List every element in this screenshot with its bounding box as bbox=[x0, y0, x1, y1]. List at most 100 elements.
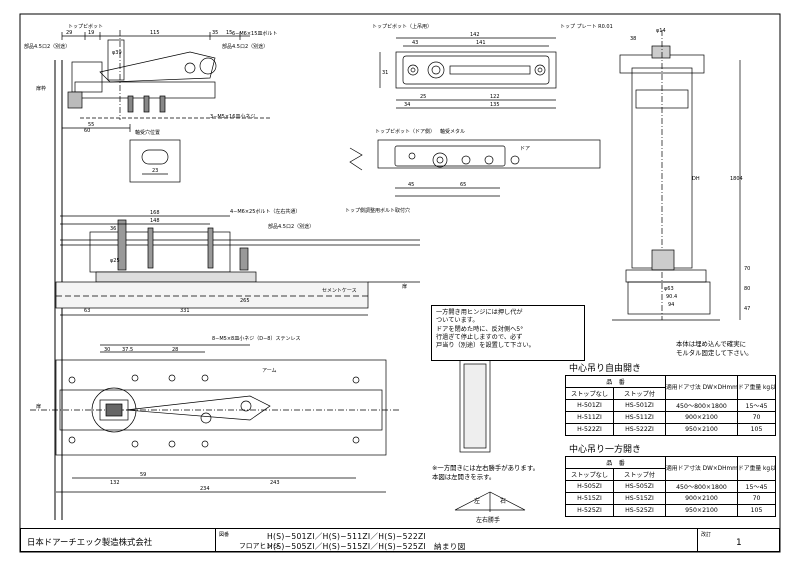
label-bolt3: 4−M6×25ボルト（左右共通） bbox=[230, 208, 300, 215]
note-line: ついています。 bbox=[436, 317, 479, 325]
dim-29: 29 bbox=[66, 30, 72, 36]
spec-one-way: 中心吊り一方開き 品 番 適用ドア寸法 DW×DHmm ドア重量 kg以下 スト… bbox=[565, 442, 776, 517]
spec-one-title: 中心吊り一方開き bbox=[569, 445, 642, 455]
cell: HS-505ZI bbox=[613, 480, 666, 493]
dim-phi39: φ39 bbox=[112, 50, 122, 56]
header-item: 品 番 bbox=[565, 456, 666, 469]
dim-45: 45 bbox=[408, 182, 414, 188]
dim-331: 331 bbox=[180, 308, 190, 314]
dim-168: 168 bbox=[150, 210, 160, 216]
dim-19: 19 bbox=[88, 30, 94, 36]
product-name: フロアヒンジ bbox=[239, 542, 280, 550]
cell: 70 bbox=[737, 492, 776, 505]
dim-135: 135 bbox=[490, 102, 500, 108]
dim-265: 265 bbox=[240, 298, 250, 304]
dim-65: 65 bbox=[460, 182, 466, 188]
dim-30: 30 bbox=[104, 347, 110, 353]
dim-70: 70 bbox=[744, 266, 750, 272]
dim-15: 15 bbox=[226, 30, 232, 36]
spec-one-table: 品 番 適用ドア寸法 DW×DHmm ドア重量 kg以下 ストップなし ストップ… bbox=[565, 456, 776, 517]
dim-115: 115 bbox=[150, 30, 160, 36]
cell: 450〜800×1800 bbox=[665, 399, 738, 412]
dim-80: 80 bbox=[744, 286, 750, 292]
cell: H-522ZI bbox=[565, 423, 614, 436]
header-size: 適用ドア寸法 DW×DHmm bbox=[665, 456, 738, 481]
divider bbox=[215, 529, 216, 551]
cell: HS-522ZI bbox=[613, 423, 666, 436]
label-adjust: トップ側調整用ボルト取付穴 bbox=[345, 207, 410, 214]
title-block: 日本ドアーチエック製造株式会社 図番 フロアヒンジ H(S)−501ZI／H(S… bbox=[20, 528, 780, 552]
dim-phi14: φ14 bbox=[656, 28, 666, 34]
cell: 900×2100 bbox=[665, 411, 738, 424]
header-size: 適用ドア寸法 DW×DHmm bbox=[665, 375, 738, 400]
label-pivot-hole: 軸受メタル bbox=[440, 128, 465, 135]
label-top-pivot: トップピボット bbox=[68, 23, 103, 30]
cell: HS-511ZI bbox=[613, 411, 666, 424]
table-row: H-511ZI HS-511ZI 900×2100 70 bbox=[565, 411, 776, 424]
label-plate-note3: 部品4.5ロ2（別途） bbox=[268, 223, 314, 230]
dim-23: 23 bbox=[152, 168, 158, 174]
top-pivot-section-view bbox=[54, 30, 270, 520]
header-weight: ドア重量 kg以下 bbox=[737, 456, 776, 481]
hint-line: モルタル固定して下さい。 bbox=[676, 349, 753, 357]
cell: 900×2100 bbox=[665, 492, 738, 505]
dim-25: 25 bbox=[420, 94, 426, 100]
sheet-border bbox=[19, 13, 781, 553]
door-side-pivot-view bbox=[349, 139, 601, 197]
table-row: H-522ZI HS-522ZI 950×2100 105 bbox=[565, 423, 776, 436]
cell: H-525ZI bbox=[565, 504, 614, 517]
header-stop: ストップ付 bbox=[613, 468, 666, 481]
company-name: 日本ドアーチエック製造株式会社 bbox=[27, 537, 153, 547]
dim-55: 55 bbox=[88, 122, 94, 128]
swing-indicator bbox=[454, 491, 526, 512]
dim-34: 34 bbox=[404, 102, 410, 108]
dim-1804: 1804 bbox=[730, 176, 743, 182]
note-line: 行過ぎて停止しますので、必ず bbox=[436, 333, 523, 341]
dim-141: 141 bbox=[476, 40, 486, 46]
hint-line: 本体は埋め込んで確実に bbox=[676, 340, 746, 348]
dim-dh: DH bbox=[692, 176, 700, 182]
dim-63: 63 bbox=[84, 308, 90, 314]
swing-label: 左右勝手 bbox=[476, 516, 500, 524]
dim-37-5: 37.5 bbox=[122, 347, 133, 353]
models-line-1: H(S)−501ZI／H(S)−511ZI／H(S)−522ZI bbox=[267, 532, 427, 541]
dim-43: 43 bbox=[412, 40, 418, 46]
cell: H-511ZI bbox=[565, 411, 614, 424]
note-line: 戸当り（別途）を設置して下さい。 bbox=[436, 342, 535, 350]
cell: 15〜45 bbox=[737, 399, 776, 412]
cell: 105 bbox=[737, 423, 776, 436]
label-cement-case: セメントケース bbox=[322, 287, 357, 294]
label-bolt2: 3−M5×16皿小ネジ bbox=[210, 113, 255, 120]
push-allowance-note: 一方開き用ヒンジには押し代が ついています。 ドアを閉めた時に、反対側へ5° 行… bbox=[431, 305, 585, 361]
foot-note-line: 本図は左開きを示す。 bbox=[432, 473, 496, 481]
dim-phi25: φ25 bbox=[110, 258, 120, 264]
cell: H-505ZI bbox=[565, 480, 614, 493]
label-door-right: 扉 bbox=[402, 283, 407, 290]
models-line-2: H(S)−505ZI／H(S)−515ZI／H(S)−525ZI 納まり図 bbox=[267, 542, 466, 551]
dim-243: 243 bbox=[270, 480, 280, 486]
cell: H-501ZI bbox=[565, 399, 614, 412]
dim-132: 132 bbox=[110, 480, 120, 486]
dim-60: 60 bbox=[84, 128, 90, 134]
swing-mark-left: 左 bbox=[474, 497, 480, 505]
header-weight: ドア重量 kg以下 bbox=[737, 375, 776, 400]
floor-cross-section bbox=[55, 215, 420, 316]
top-plate-plan-view bbox=[379, 37, 557, 109]
label-door-left: 扉 bbox=[36, 403, 41, 410]
divider bbox=[697, 529, 698, 551]
spec-free-swing: 中心吊り自由開き 品 番 適用ドア寸法 DW×DHmm ドア重量 kg以下 スト… bbox=[565, 361, 776, 436]
label-plate-note1: 部品4.5ロ2（別途） bbox=[24, 43, 70, 50]
page-number: 1 bbox=[736, 538, 742, 548]
spec-free-title: 中心吊り自由開き bbox=[569, 364, 642, 374]
cell: H-515ZI bbox=[565, 492, 614, 505]
label-top-plate: トップ プレート R0.01 bbox=[560, 24, 613, 30]
cell: 950×2100 bbox=[665, 423, 738, 436]
header-item: 品 番 bbox=[565, 375, 666, 388]
note-line: ドアを閉めた時に、反対側へ5° bbox=[436, 325, 524, 333]
label-frame: 扉枠 bbox=[36, 85, 46, 92]
label-bolt1: 6−M6×15皿ボルト bbox=[232, 30, 277, 37]
table-row: H-505ZI HS-505ZI 450〜800×1800 15〜45 bbox=[565, 480, 776, 493]
dim-122: 122 bbox=[490, 94, 500, 100]
label-door-side: ドア bbox=[520, 146, 530, 152]
